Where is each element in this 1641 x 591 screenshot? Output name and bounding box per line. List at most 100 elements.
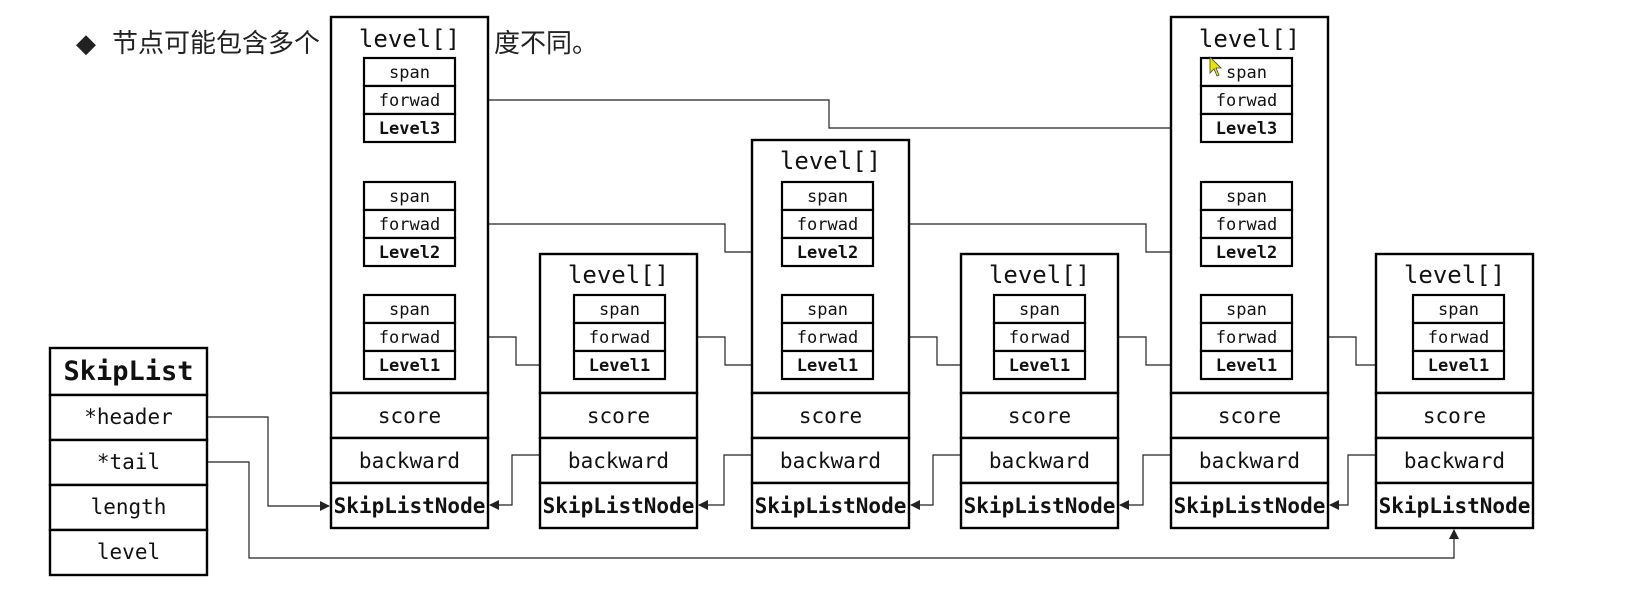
node-type-row	[329, 481, 490, 530]
span-cell	[992, 293, 1087, 325]
forward-cell-text: forwad	[797, 328, 858, 348]
node-type-row	[1374, 481, 1535, 530]
forward-cell	[362, 84, 457, 116]
forward-cell	[992, 321, 1087, 353]
score-row-text: score	[587, 404, 650, 428]
level-label-cell-text: Level2	[1216, 243, 1277, 263]
node-type-row	[750, 481, 911, 530]
span-cell	[1199, 293, 1294, 325]
span-cell-text: span	[807, 187, 848, 207]
node-type-row-text: SkipListNode	[1174, 494, 1326, 518]
backward-row-text: backward	[989, 449, 1090, 473]
forward-cell-text: forwad	[589, 328, 650, 348]
backward-pointer	[1329, 454, 1376, 510]
level-label-cell	[780, 236, 875, 268]
backward-pointer	[698, 454, 752, 510]
backward-row	[1374, 436, 1535, 485]
forward-cell-text: forwad	[379, 328, 440, 348]
bullet-symbol: ◆	[76, 29, 96, 59]
skiplist-node-n5: level[]spanforwadLevel3spanforwadLevel2s…	[1169, 15, 1330, 530]
score-row	[959, 391, 1120, 440]
skiplist-node-n3: level[]spanforwadLevel2spanforwadLevel1s…	[750, 138, 911, 530]
level-array-title: level[]	[780, 147, 881, 175]
level-label-cell-text: Level1	[379, 356, 440, 376]
header-pointer	[207, 416, 330, 511]
forward-pointer-level3	[455, 99, 1202, 133]
skiplist-level-label: level	[97, 540, 160, 564]
forward-cell-text: forwad	[379, 215, 440, 235]
level-label-cell-text: Level1	[1428, 356, 1489, 376]
skiplist-title-cell	[48, 346, 209, 397]
span-cell-text: span	[389, 300, 430, 320]
forward-cell-text: forwad	[1216, 328, 1277, 348]
skiplist-field-length	[48, 483, 209, 532]
span-cell-text: span	[1438, 300, 1479, 320]
skiplist-node-n2: level[]spanforwadLevel1scorebackwardSkip…	[538, 252, 699, 530]
span-cell-text: span	[1226, 187, 1267, 207]
forward-pointer-level2	[873, 223, 1202, 257]
level-label-cell	[780, 349, 875, 381]
score-row-text: score	[1218, 404, 1281, 428]
skiplist-title: SkipList	[63, 356, 193, 387]
backward-row-text: backward	[359, 449, 460, 473]
skiplist-nodes: level[]spanforwadLevel3spanforwadLevel2s…	[329, 15, 1535, 530]
node-type-row-text: SkipListNode	[334, 494, 486, 518]
forward-cell	[1411, 321, 1506, 353]
forward-cell-text: forwad	[1216, 215, 1277, 235]
node-type-row-text: SkipListNode	[1379, 494, 1531, 518]
level-label-cell	[362, 349, 457, 381]
skiplist-field-tail	[48, 438, 209, 487]
bullet-text: 节点可能包含多个	[112, 29, 320, 59]
forward-cell	[780, 208, 875, 240]
backward-row-text: backward	[1199, 449, 1300, 473]
forward-cell-text: forwad	[379, 91, 440, 111]
mouse-cursor-icon	[1209, 56, 1222, 77]
backward-row	[329, 436, 490, 485]
level-array-title: level[]	[568, 261, 669, 289]
score-row-text: score	[1008, 404, 1071, 428]
span-cell-text: span	[807, 300, 848, 320]
backward-row-text: backward	[780, 449, 881, 473]
level-label-cell	[1199, 349, 1294, 381]
forward-cell-text: forwad	[1428, 328, 1489, 348]
score-row-text: score	[378, 404, 441, 428]
skiplist-tail-label: *tail	[97, 450, 160, 474]
level-array-title: level[]	[359, 25, 460, 53]
span-cell-text: span	[1226, 63, 1267, 83]
level-label-cell-text: Level3	[1216, 119, 1277, 139]
level-label-cell	[362, 112, 457, 144]
forward-cell	[1199, 208, 1294, 240]
level-label-cell	[572, 349, 667, 381]
forward-cell	[1199, 84, 1294, 116]
span-cell-text: span	[389, 187, 430, 207]
skiplist-length-label: length	[91, 495, 167, 519]
node-type-row-text: SkipListNode	[543, 494, 695, 518]
span-cell-text: span	[389, 63, 430, 83]
span-cell	[780, 180, 875, 212]
level-label-cell-text: Level1	[589, 356, 650, 376]
score-row	[538, 391, 699, 440]
level-array-title: level[]	[1199, 25, 1300, 53]
forward-cell-text: forwad	[797, 215, 858, 235]
level-label-cell	[1199, 236, 1294, 268]
tail-pointer	[207, 461, 1459, 559]
skiplist-node-n6: level[]spanforwadLevel1scorebackwardSkip…	[1374, 252, 1535, 530]
level-label-cell-text: Level1	[1009, 356, 1070, 376]
skiplist-node-n1: level[]spanforwadLevel3spanforwadLevel2s…	[329, 15, 490, 530]
level-array-title: level[]	[1404, 261, 1505, 289]
forward-cell-text: forwad	[1216, 91, 1277, 111]
level-label-cell	[362, 236, 457, 268]
forward-cell-text: forwad	[1009, 328, 1070, 348]
node-type-row	[538, 481, 699, 530]
skiplist-field-header	[48, 393, 209, 442]
backward-pointer	[910, 454, 961, 510]
level-label-cell	[1199, 112, 1294, 144]
skiplist-node-n4: level[]spanforwadLevel1scorebackwardSkip…	[959, 252, 1120, 530]
score-row	[1169, 391, 1330, 440]
level-array-title: level[]	[989, 261, 1090, 289]
span-cell	[362, 56, 457, 88]
score-row	[750, 391, 911, 440]
skiplist-header-label: *header	[84, 405, 173, 429]
span-cell-text: span	[599, 300, 640, 320]
